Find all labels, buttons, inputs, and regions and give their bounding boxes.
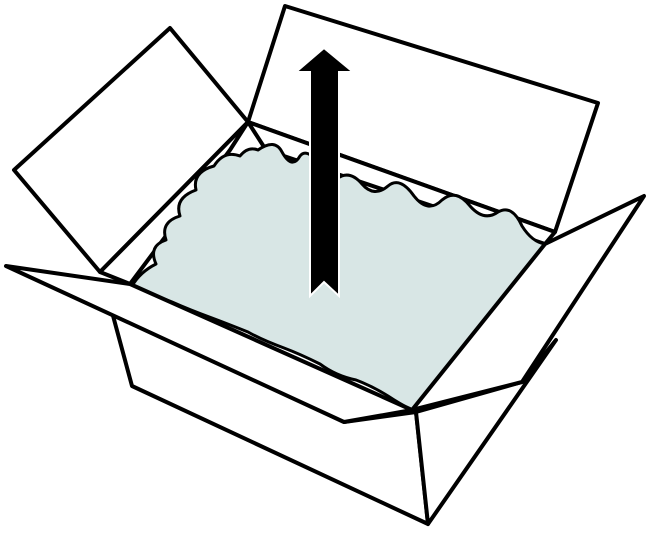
unpacking-diagram: [0, 0, 653, 540]
